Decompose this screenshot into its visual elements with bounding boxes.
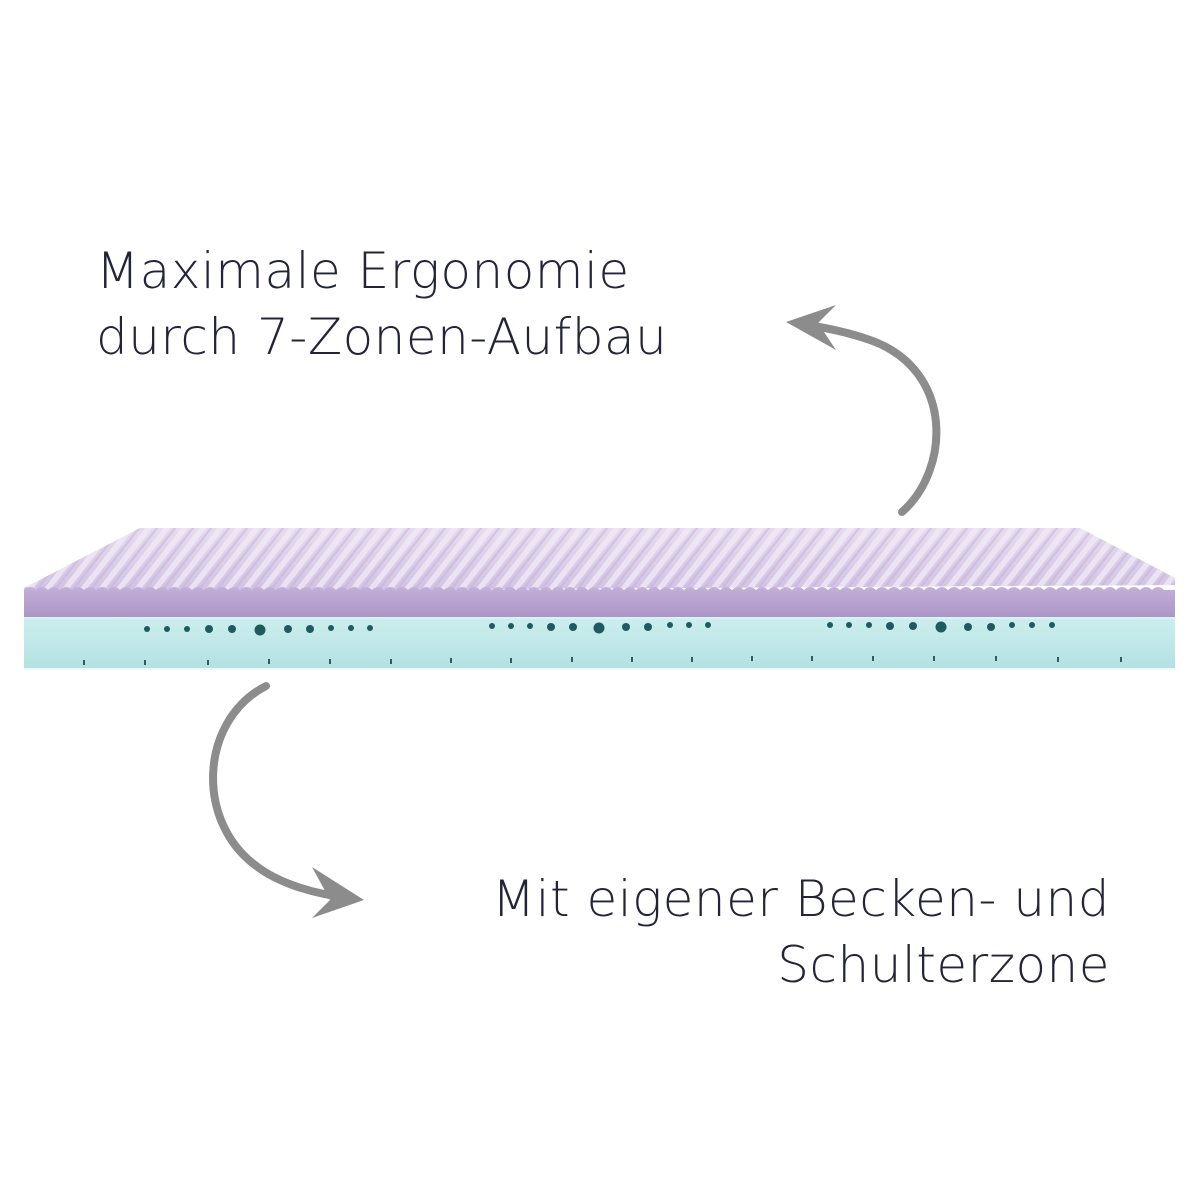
caption-zones-line-2: Schulterzone (777, 936, 1110, 994)
comfort-layer-wavy-edge (24, 587, 1175, 618)
ventilation-slits (83, 656, 1122, 665)
caption-zones: Mit eigener Becken- und Schulterzone (492, 866, 1110, 998)
caption-ergonomics: Maximale Ergonomie durch 7-Zonen-Aufbau (96, 238, 667, 370)
zone-holes (144, 621, 1055, 636)
caption-zones-line-1: Mit eigener Becken- und (491, 870, 1110, 928)
caption-ergonomics-line-1: Maximale Ergonomie (96, 242, 630, 300)
caption-ergonomics-line-2: durch 7-Zonen-Aufbau (96, 308, 668, 366)
mattress-top-surface (24, 528, 1175, 592)
